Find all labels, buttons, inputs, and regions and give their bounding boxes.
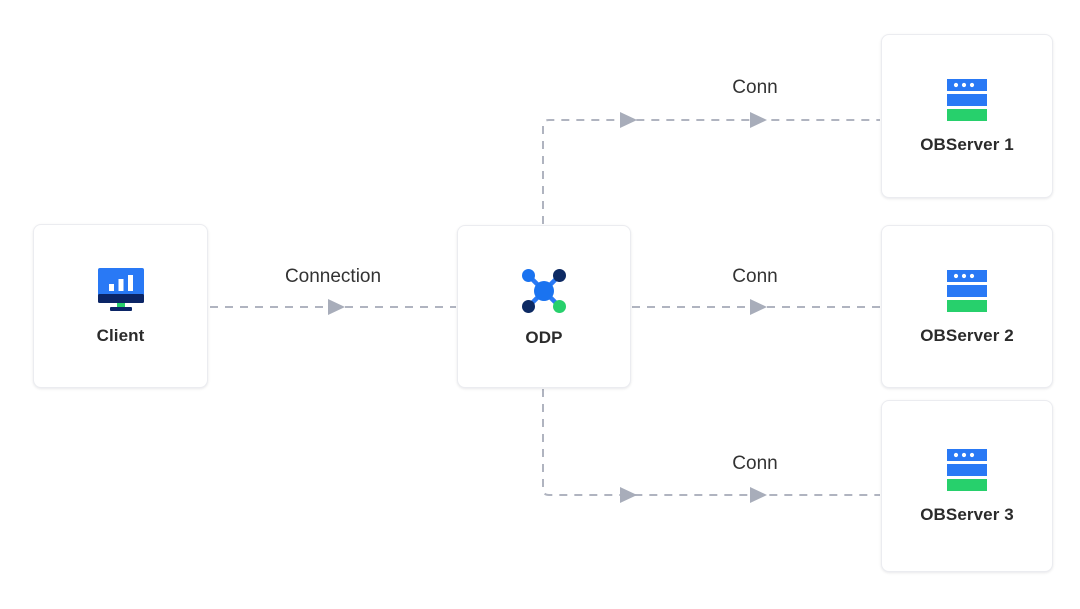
arrowhead-icon [750,112,767,128]
network-hub-icon [518,266,570,316]
node-observer-1[interactable]: OBServer 1 [881,34,1053,198]
server-stack-icon [944,268,990,314]
node-label-observer-1: OBServer 1 [920,135,1014,154]
node-client[interactable]: Client [33,224,208,388]
node-observer-3[interactable]: OBServer 3 [881,400,1053,572]
edge-label-odp-to-observer-3: Conn [732,453,778,474]
monitor-chart-icon [93,266,149,314]
arrowhead-icon [750,299,767,315]
edge-label-client-to-odp: Connection [284,266,382,287]
node-label-odp: ODP [525,327,563,347]
server-stack-icon [944,447,990,493]
server-stack-icon [944,77,990,123]
edge-odp-to-observer-3 [542,389,880,503]
edge-label-odp-to-observer-1: Conn [732,77,778,98]
edge-odp-to-observer-2 [632,299,880,315]
node-observer-2[interactable]: OBServer 2 [881,225,1053,388]
arrowhead-icon [328,299,345,315]
edge-odp-to-observer-1 [542,112,880,224]
arrowhead-icon [750,487,767,503]
node-label-client: Client [96,326,145,345]
node-label-observer-3: OBServer 3 [920,505,1014,524]
edge-client-to-odp [210,299,456,315]
node-odp[interactable]: ODP [457,225,631,388]
arrowhead-icon [620,487,637,503]
edge-label-odp-to-observer-2: Conn [732,266,778,287]
edge-line [542,389,880,496]
edge-line [542,119,880,224]
node-label-observer-2: OBServer 2 [920,325,1014,345]
arrowhead-icon [620,112,637,128]
